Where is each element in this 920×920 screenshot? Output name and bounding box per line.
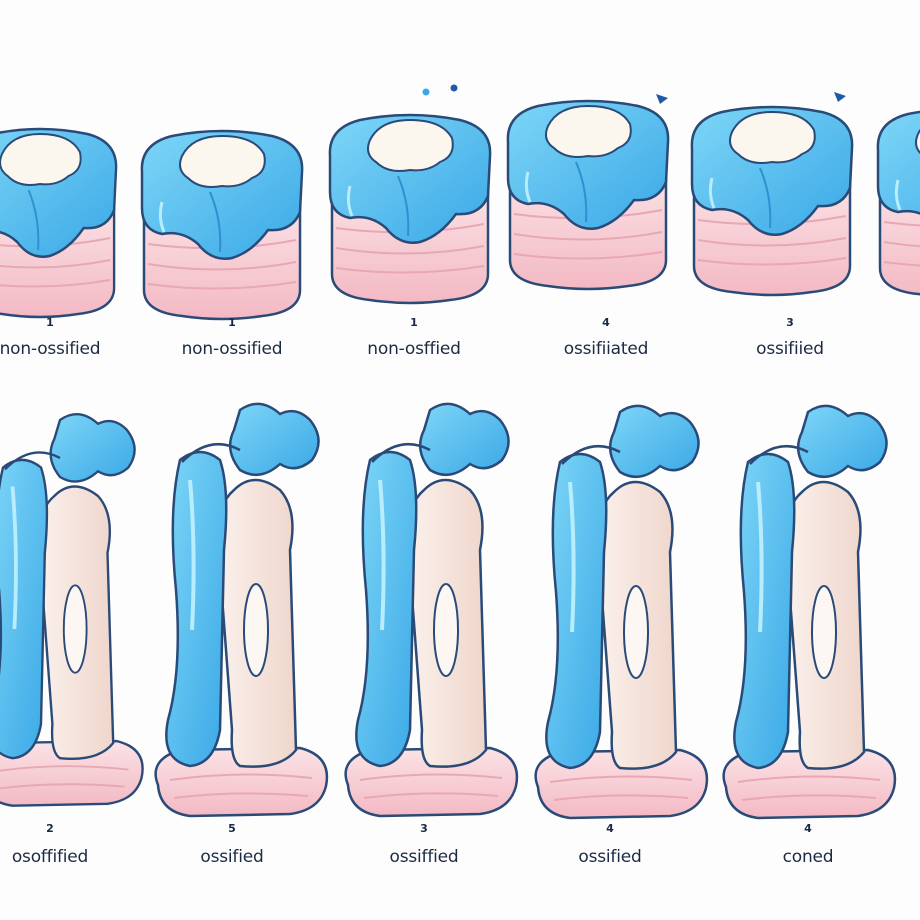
- bottom-label-2-caption: ossified: [200, 847, 264, 867]
- top-label-1: 1 non-ossified: [0, 316, 140, 359]
- bottom-label-1-caption: osoffified: [11, 847, 89, 867]
- bottom-label-4-caption: ossified: [578, 847, 642, 867]
- top-label-4: 4 ossifiiated: [516, 316, 696, 359]
- disc-1: [0, 127, 118, 319]
- top-label-2-number: 1: [228, 316, 236, 329]
- bottom-label-2: 5 ossified: [142, 822, 322, 867]
- bone-1: [0, 412, 145, 808]
- top-label-4-number: 4: [602, 316, 610, 329]
- top-label-1-number: 1: [46, 316, 54, 329]
- bottom-label-1-number: 2: [46, 822, 54, 835]
- top-label-5: 3 ossifiied: [700, 316, 880, 359]
- bottom-label-4: 4 ossified: [520, 822, 700, 867]
- top-label-5-number: 3: [786, 316, 794, 329]
- top-label-3: 1 non-osffied: [324, 316, 504, 359]
- bone-2: [153, 401, 329, 818]
- bottom-label-1: 2 osoffified: [0, 822, 140, 867]
- disc-6: [876, 107, 920, 299]
- bone-3: [343, 401, 519, 818]
- disc-3: [328, 113, 492, 305]
- bottom-label-3-caption: ossiffied: [389, 847, 459, 867]
- top-label-1-caption: non-ossified: [0, 339, 101, 359]
- top-label-5-caption: ossifiied: [756, 339, 824, 359]
- bone-4: [533, 403, 709, 820]
- top-label-4-caption: ossifiiated: [563, 339, 649, 359]
- bottom-label-5-number: 4: [804, 822, 812, 835]
- disc-4: [506, 99, 670, 291]
- bottom-label-3: 3 ossiffied: [334, 822, 514, 867]
- top-label-3-number: 1: [410, 316, 418, 329]
- bottom-label-4-number: 4: [606, 822, 614, 835]
- bottom-label-5-caption: coned: [782, 847, 834, 867]
- bottom-label-5: 4 coned: [718, 822, 898, 867]
- top-label-2: 1 non-ossified: [142, 316, 322, 359]
- disc-5: [690, 105, 854, 297]
- disc-2: [140, 129, 304, 321]
- top-label-2-caption: non-ossified: [181, 339, 283, 359]
- bottom-label-3-number: 3: [420, 822, 428, 835]
- bottom-label-2-number: 5: [228, 822, 236, 835]
- bone-5: [721, 403, 897, 820]
- top-label-3-caption: non-osffied: [367, 339, 461, 359]
